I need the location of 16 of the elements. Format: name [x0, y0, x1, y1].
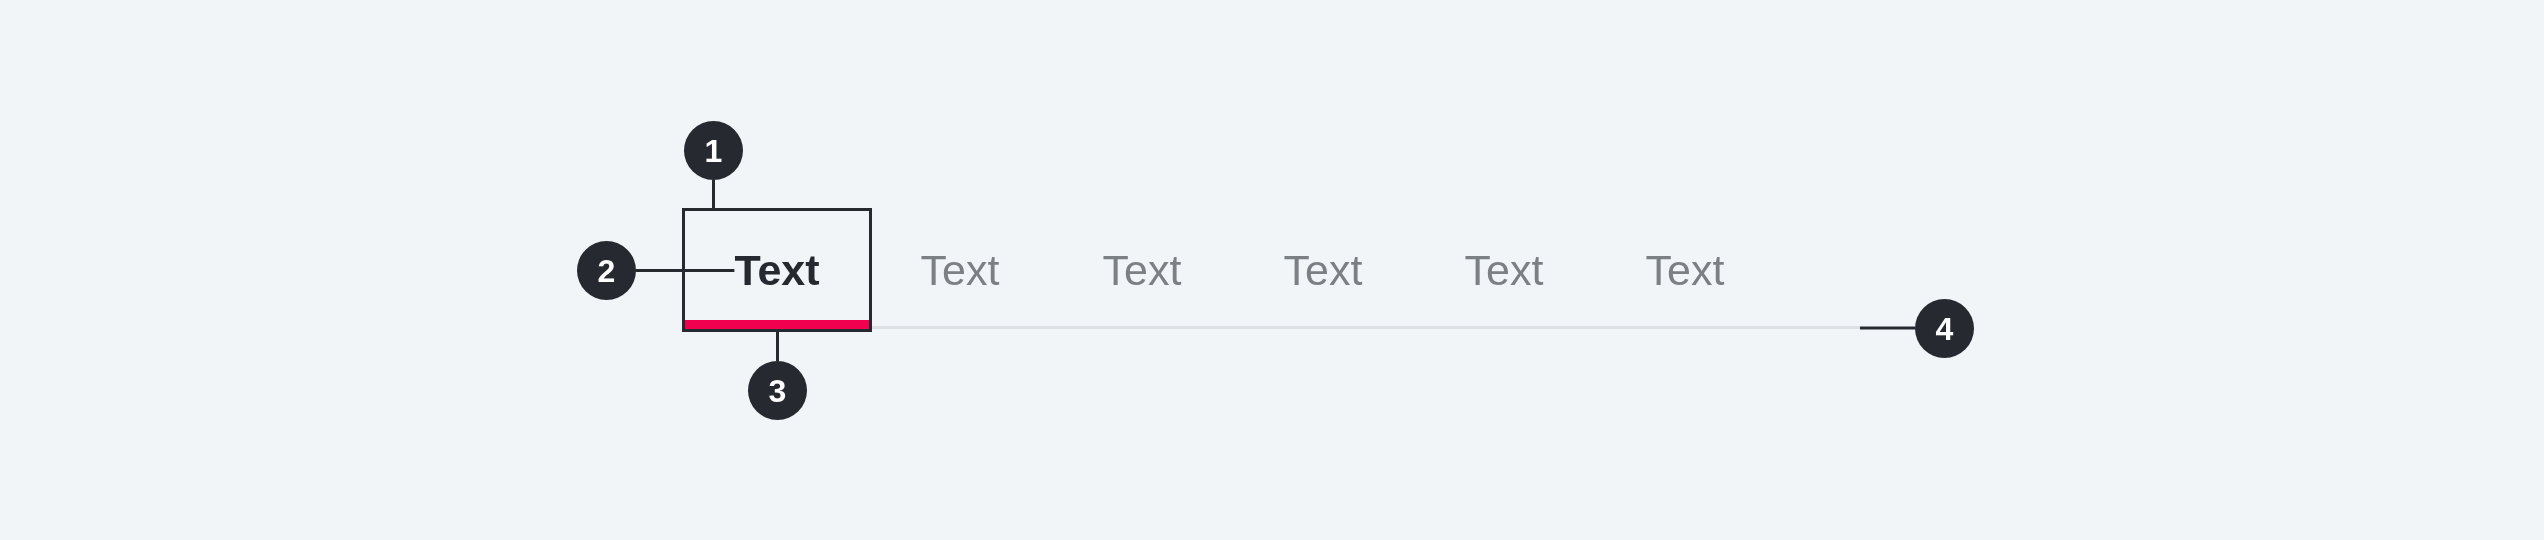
leader-line [776, 329, 779, 361]
tab-label: Text [1102, 249, 1182, 292]
tab-label: Text [1464, 249, 1544, 292]
tab-label: Text [734, 249, 820, 292]
callout-number: 1 [684, 121, 743, 180]
tab-label: Text [920, 249, 1000, 292]
leader-line [712, 180, 715, 208]
tab-label: Text [1283, 249, 1363, 292]
leader-line [1860, 326, 1915, 330]
selected-tab-frame [682, 208, 872, 332]
leader-line [636, 269, 735, 272]
active-indicator-bar [685, 320, 869, 329]
callout-number: 3 [748, 361, 807, 420]
tab-label: Text [1645, 249, 1725, 292]
callout-number: 2 [577, 241, 636, 300]
callout-number: 4 [1915, 299, 1974, 358]
